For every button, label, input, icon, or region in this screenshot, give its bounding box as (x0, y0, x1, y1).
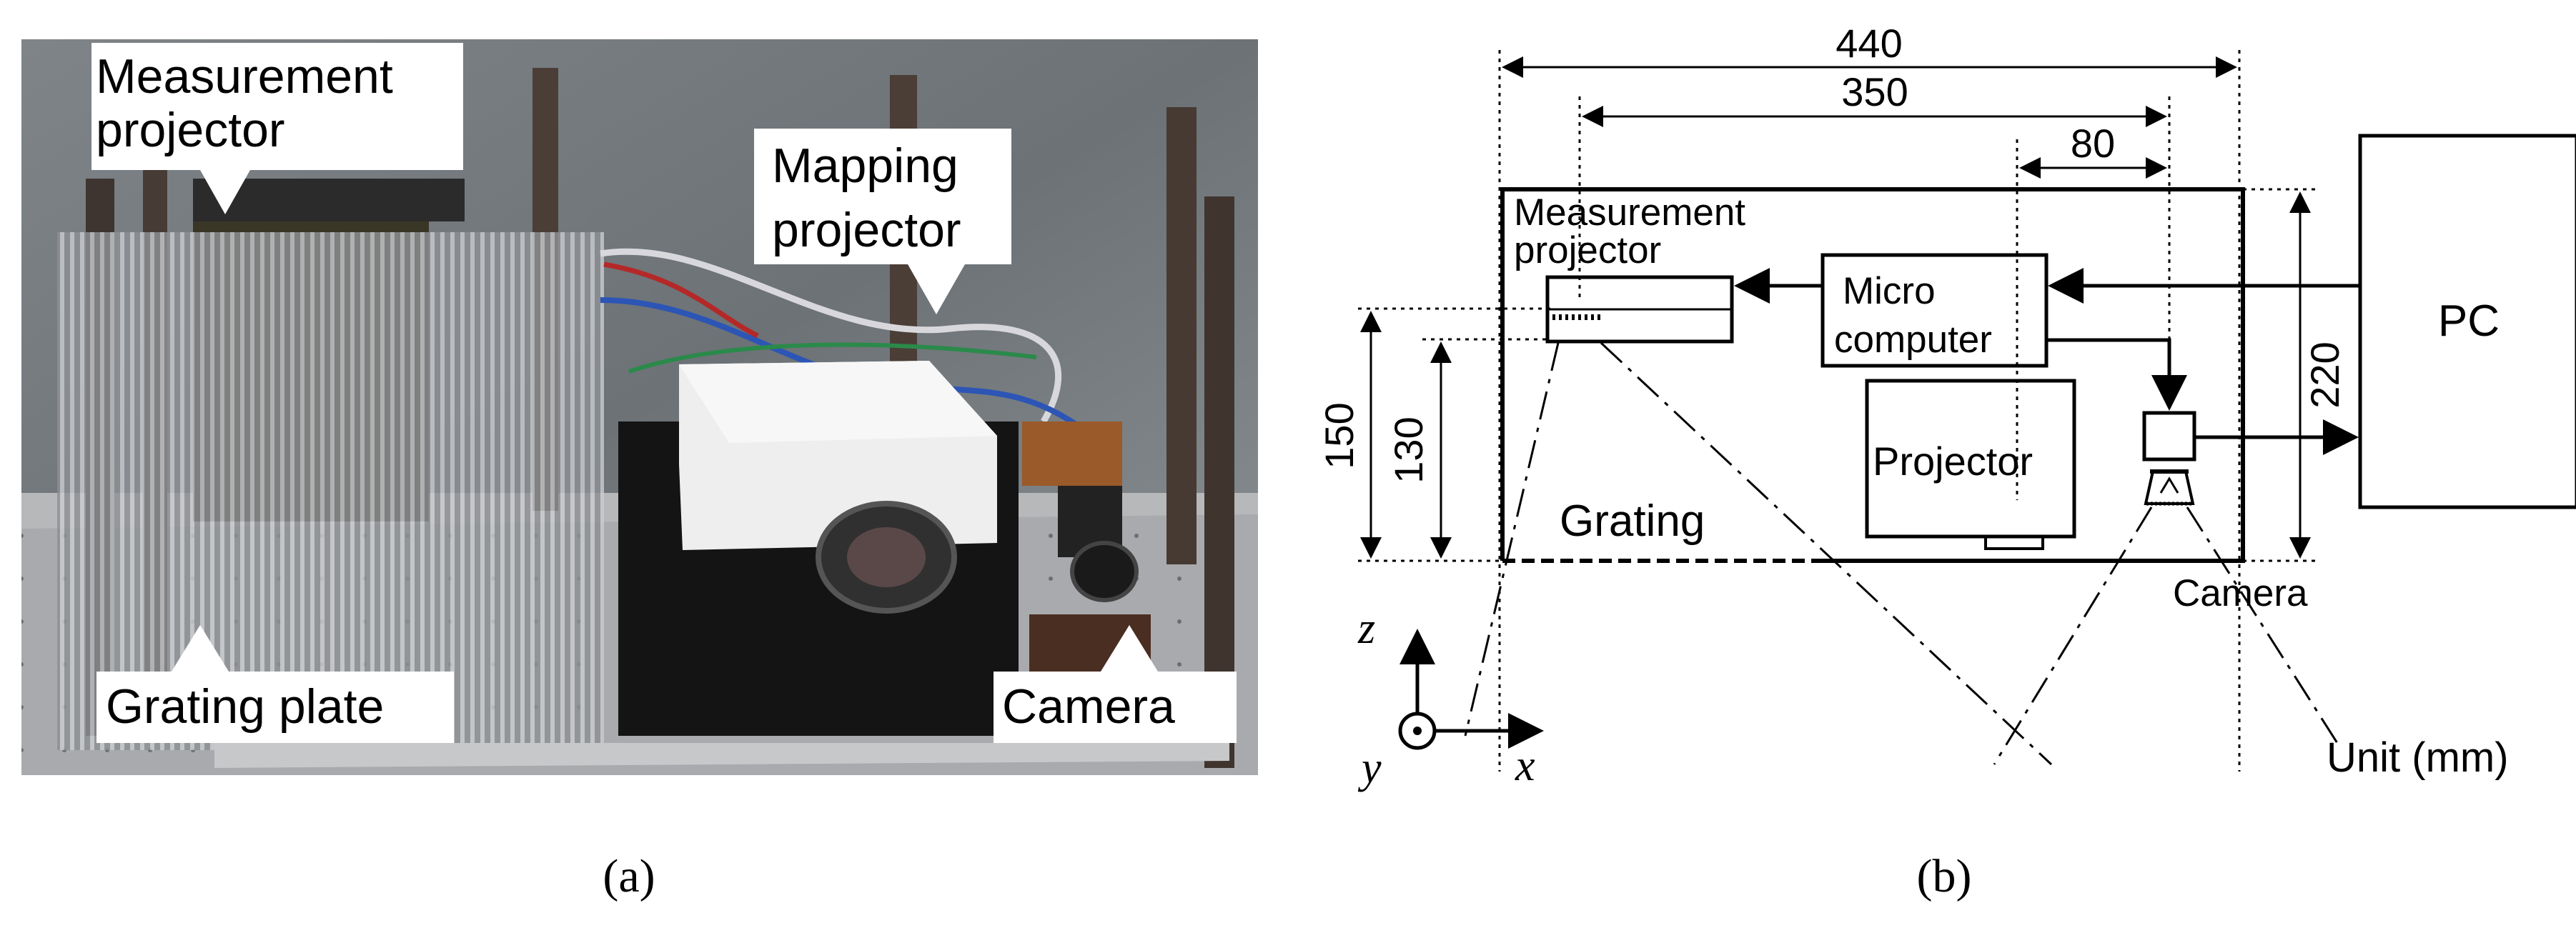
label-measurement-projector: Measurement projector (91, 43, 463, 214)
dim-label-440: 440 (1836, 21, 1902, 66)
caption-b: (b) (1917, 850, 1972, 902)
panel-b-labels: 440 350 80 220 150 130 Measurement proje… (1317, 21, 2509, 792)
label-grating-plate-text: Grating plate (106, 679, 384, 734)
base-plate (214, 743, 1229, 768)
cable (600, 248, 1062, 424)
label-mapping-projector-line1: Mapping (772, 139, 958, 193)
label-camera-text: Camera (1002, 679, 1175, 734)
cable (603, 261, 759, 339)
micro-computer-box (1820, 253, 2049, 368)
arrow-micro-to-camera (2046, 338, 2187, 411)
label-pc: PC (2438, 296, 2500, 346)
axis-y-symbol (1398, 712, 1437, 750)
axis-x-label: x (1515, 742, 1535, 790)
label-camera-b: Camera (2173, 572, 2308, 614)
label-micro-line2: computer (1834, 319, 1992, 361)
camera-lens (1070, 541, 1139, 602)
dim-label-150: 150 (1317, 402, 1362, 469)
label-measurement-projector-line1: Measurement (96, 49, 393, 104)
axis-y-label: y (1357, 744, 1382, 792)
camera-lens-shape (2144, 470, 2195, 505)
unit-label: Unit (mm) (2327, 734, 2509, 781)
camera-board (1022, 421, 1122, 486)
housing-box (1500, 187, 2245, 563)
extension-lines (1358, 50, 2316, 772)
projector-top (679, 361, 997, 443)
label-micro-line1: Micro (1843, 270, 1936, 312)
post (1166, 107, 1197, 564)
projector-lens-inner (847, 527, 926, 587)
pc-box (2358, 134, 2576, 509)
projection-lines (1464, 341, 2339, 766)
dim-label-80: 80 (2071, 121, 2115, 166)
label-grating: Grating (1560, 497, 1705, 546)
projector-lens-box (1984, 535, 2044, 550)
panel-a-photo: Measurement projector Mapping projector … (21, 39, 1258, 775)
label-grating-plate: Grating plate (96, 625, 454, 743)
label-projector: Projector (1873, 439, 2033, 484)
label-measurement-line2: projector (1514, 229, 1661, 271)
label-measurement-projector-line2: projector (96, 103, 285, 157)
axis-z-label: z (1357, 604, 1375, 653)
grating-plate (57, 232, 604, 750)
coordinate-axes (1398, 629, 1544, 750)
projector-box (1865, 379, 2076, 539)
cable (628, 342, 1037, 374)
label-mapping-projector-line2: projector (772, 203, 961, 257)
caption-a: (a) (603, 850, 655, 902)
camera-box (2142, 411, 2196, 461)
camera-lens-mark (2159, 477, 2179, 494)
label-camera: Camera (994, 625, 1237, 743)
label-mapping-projector: Mapping projector (754, 129, 1011, 314)
label-measurement-line1: Measurement (1514, 191, 1745, 234)
panel-b-diagram (1358, 50, 2576, 772)
dim-label-350: 350 (1841, 69, 1908, 114)
dim-label-130: 130 (1386, 416, 1431, 483)
dim-label-220: 220 (2302, 341, 2347, 408)
